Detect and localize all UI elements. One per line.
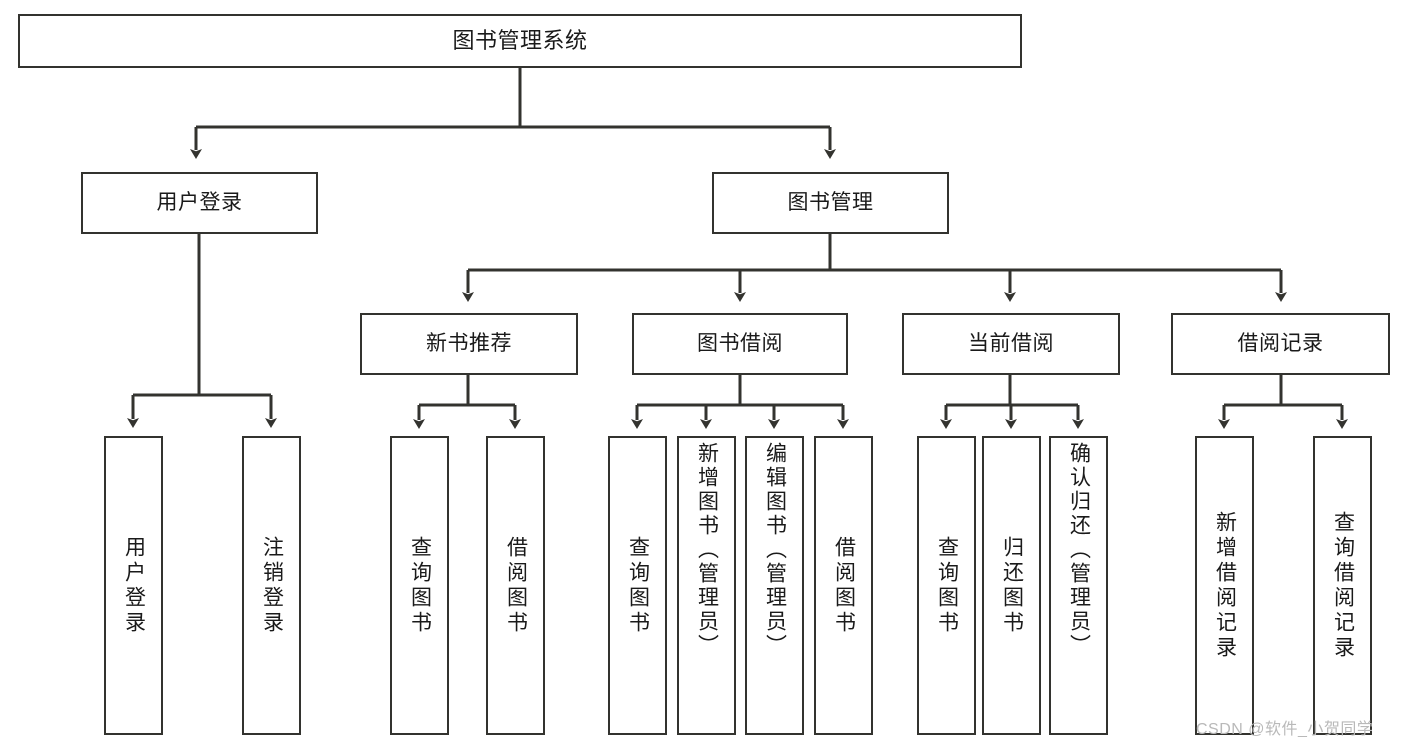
csdn-watermark: CSDN @软件_小贺同学 <box>1196 721 1374 738</box>
node-borrow-record[interactable]: 借阅记录 <box>1171 313 1390 375</box>
leaf-query-book-3[interactable]: 查询图书 <box>917 436 976 735</box>
leaf-add-book[interactable]: 新增图书（管理员） <box>677 436 736 735</box>
leaf-query-book-1[interactable]: 查询图书 <box>390 436 449 735</box>
node-user-login[interactable]: 用户登录 <box>81 172 318 234</box>
node-new-book-recommend[interactable]: 新书推荐 <box>360 313 578 375</box>
leaf-borrow-book-2[interactable]: 借阅图书 <box>814 436 873 735</box>
leaf-add-borrow-record[interactable]: 新增借阅记录 <box>1195 436 1254 735</box>
node-book-management[interactable]: 图书管理 <box>712 172 949 234</box>
leaf-return-book[interactable]: 归还图书 <box>982 436 1041 735</box>
leaf-logout-login[interactable]: 注销登录 <box>242 436 301 735</box>
leaf-borrow-book-1[interactable]: 借阅图书 <box>486 436 545 735</box>
leaf-user-login[interactable]: 用户登录 <box>104 436 163 735</box>
leaf-query-borrow-record[interactable]: 查询借阅记录 <box>1313 436 1372 735</box>
leaf-query-book-2[interactable]: 查询图书 <box>608 436 667 735</box>
node-root[interactable]: 图书管理系统 <box>18 14 1022 68</box>
leaf-edit-book[interactable]: 编辑图书（管理员） <box>745 436 804 735</box>
leaf-confirm-return[interactable]: 确认归还（管理员） <box>1049 436 1108 735</box>
node-book-borrow[interactable]: 图书借阅 <box>632 313 848 375</box>
node-current-borrow[interactable]: 当前借阅 <box>902 313 1120 375</box>
